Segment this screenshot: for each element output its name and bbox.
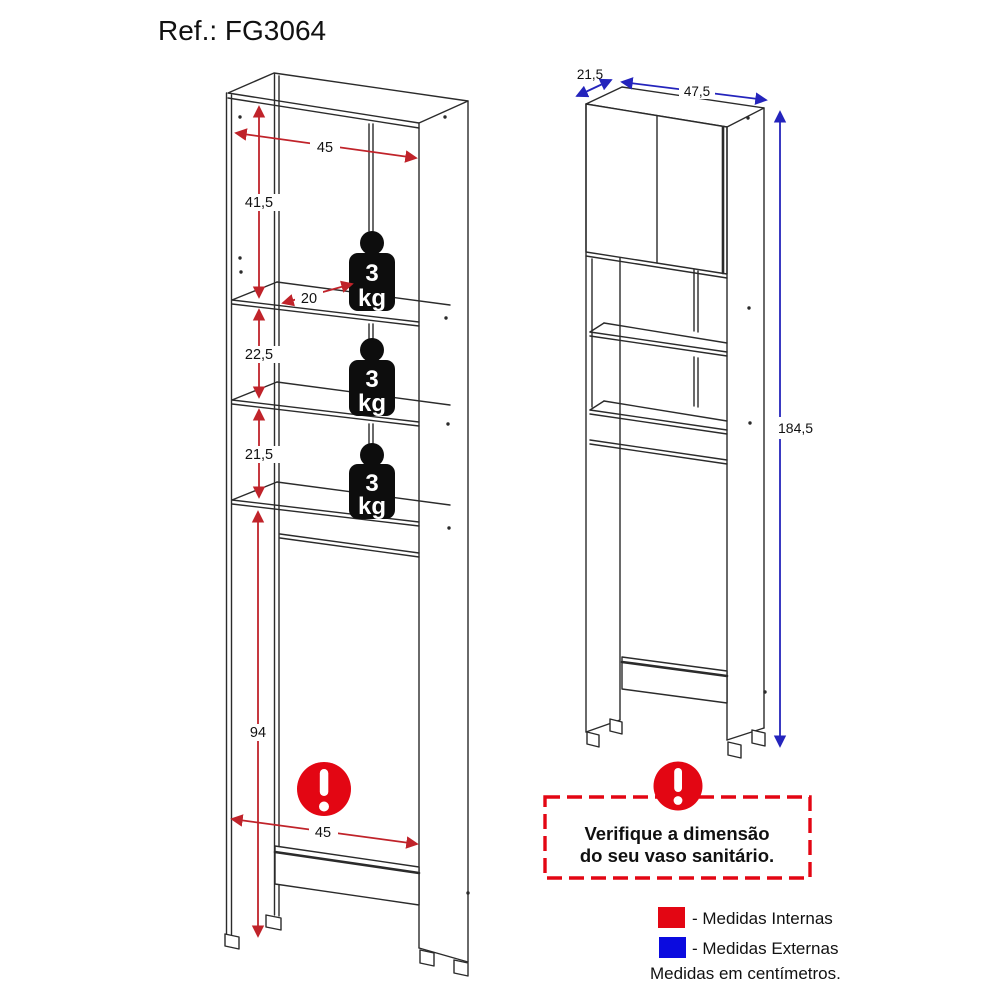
side-view-drawing: 21,5 47,5 184,5 (575, 67, 822, 759)
dim-label-top-section: 41,5 (245, 195, 273, 211)
weight-icon: 3 kg (349, 231, 395, 312)
legend: - Medidas Internas - Medidas Externas Me… (650, 907, 841, 983)
shelf-pin-holes (238, 115, 470, 895)
legend-units-note: Medidas em centímetros. (650, 964, 841, 983)
shelf-pin-holes (746, 116, 767, 694)
weight-value: 3 (365, 366, 378, 393)
weight-unit: kg (358, 390, 386, 417)
weight-value: 3 (365, 470, 378, 497)
dim-label-depth: 21,5 (577, 67, 603, 82)
warning-exclamation-icon (653, 761, 703, 811)
side-view-cabinet-lines (585, 86, 766, 759)
legend-internal-label: - Medidas Internas (692, 909, 833, 928)
legend-external-swatch (659, 937, 686, 958)
weight-unit: kg (358, 493, 386, 520)
legend-internal-swatch (658, 907, 685, 928)
warning-text-line1: Verifique a dimensão (584, 823, 769, 844)
dim-label-lower-section: 21,5 (245, 447, 273, 463)
dim-label-middle-section: 22,5 (245, 347, 273, 363)
internal-dimension-labels: 45 41,5 20 22,5 21,5 94 45 (237, 139, 340, 841)
dim-label-height: 184,5 (778, 420, 813, 436)
dim-label-width: 47,5 (684, 84, 710, 99)
weight-value: 3 (365, 260, 378, 287)
weight-icon: 3 kg (349, 443, 395, 520)
external-dimension-labels: 21,5 47,5 184,5 (577, 67, 822, 439)
dim-label-bottom-width: 45 (315, 825, 331, 841)
legend-external-label: - Medidas Externas (692, 939, 838, 958)
weight-unit: kg (358, 285, 386, 312)
dim-label-top-width: 45 (317, 140, 333, 156)
warning-text-line2: do seu vaso sanitário. (580, 845, 774, 866)
page-title: Ref.: FG3064 (158, 15, 326, 46)
dim-label-bottom-section: 94 (250, 725, 266, 741)
warning-box: Verifique a dimensão do seu vaso sanitár… (543, 761, 812, 880)
front-view-drawing: 3 kg 3 kg 3 kg 45 (224, 72, 470, 977)
weight-icon: 3 kg (349, 338, 395, 417)
dim-label-shelf-depth: 20 (301, 291, 317, 307)
exclamation-icon (297, 762, 351, 816)
